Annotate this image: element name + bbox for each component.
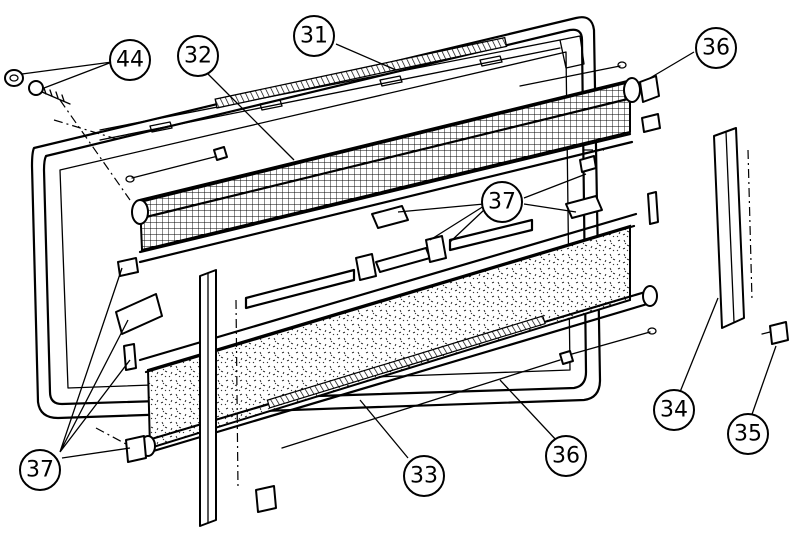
flyscreen-roller xyxy=(131,75,660,264)
callout-36-top: 36 xyxy=(695,27,737,69)
callout-37-mid: 37 xyxy=(481,181,523,223)
top-tension-cord xyxy=(125,36,627,183)
callout-32-label: 32 xyxy=(184,44,212,69)
callout-31-label: 31 xyxy=(300,24,328,49)
end-cap-part xyxy=(761,321,789,345)
guide-rail xyxy=(244,218,534,310)
callout-35-label: 35 xyxy=(734,422,762,447)
callout-32: 32 xyxy=(177,35,219,77)
callout-37-left: 37 xyxy=(19,449,61,491)
side-strip xyxy=(713,127,753,329)
callout-44: 44 xyxy=(109,39,151,81)
callout-34-label: 34 xyxy=(660,398,688,423)
callout-36-bottom: 36 xyxy=(545,435,587,477)
callout-36-top-label: 36 xyxy=(702,36,730,61)
screw-washer xyxy=(4,69,71,105)
callout-37-left-label: 37 xyxy=(26,458,54,483)
left-side-strip xyxy=(199,269,277,527)
callout-44-label: 44 xyxy=(116,48,144,73)
leader-lines xyxy=(21,43,777,459)
callout-33-label: 33 xyxy=(410,464,438,489)
callout-36-bottom-label: 36 xyxy=(552,444,580,469)
callout-37-mid-label: 37 xyxy=(488,190,516,215)
assembly-lines xyxy=(53,99,604,445)
callout-35: 35 xyxy=(727,413,769,455)
callout-34: 34 xyxy=(653,389,695,431)
window-frame xyxy=(30,16,602,420)
callout-33: 33 xyxy=(403,455,445,497)
callout-31: 31 xyxy=(293,15,335,57)
bottom-tension-cord xyxy=(266,315,657,449)
